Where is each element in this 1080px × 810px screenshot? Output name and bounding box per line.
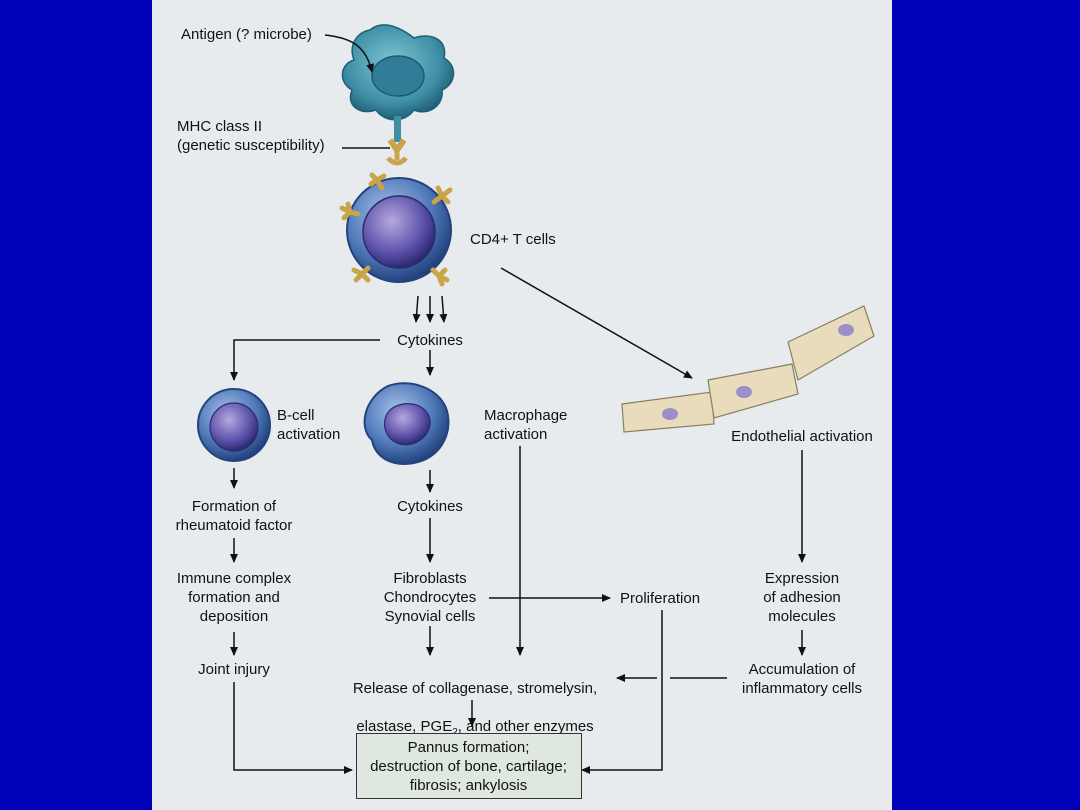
rheumatoid-factor-label: Formation of rheumatoid factor <box>175 498 293 534</box>
adhesion-molecules-label: Expression of adhesion molecules <box>763 570 841 625</box>
accumulation-label: Accumulation of inflammatory cells <box>741 661 863 697</box>
diagram-graphics <box>197 24 875 774</box>
cd4-t-cells-label: CD4+ T cells <box>470 231 556 248</box>
b-cell-icon <box>197 388 271 462</box>
release-line-2-post: , and other enzymes <box>457 718 594 735</box>
release-line-2-pre: elastase, PGE <box>356 718 453 735</box>
proliferation-label: Proliferation <box>620 590 701 607</box>
pannus-box: Pannus formation; destruction of bone, c… <box>356 733 582 799</box>
cytokines-mid-label: Cytokines <box>397 498 463 515</box>
macrophage-activation-label: Macrophage activation <box>484 407 568 443</box>
diagram-panel: Antigen (? microbe) MHC class II (geneti… <box>152 0 892 810</box>
joint-injury-label: Joint injury <box>198 661 270 678</box>
pannus-label: Pannus formation; destruction of bone, c… <box>370 739 567 794</box>
cd4-t-cell-icon <box>339 172 453 287</box>
b-cell-activation-label: B-cell activation <box>277 407 341 443</box>
mhc-receptor-icon <box>386 138 408 166</box>
mhc-class-ii-label: MHC class II (genetic susceptibility) <box>177 118 325 154</box>
pge-subscript: 2 <box>452 727 458 738</box>
endothelial-cells-icon <box>621 305 875 433</box>
cytokines-top-label: Cytokines <box>380 331 480 350</box>
release-enzymes-label: Release of collagenase, stromelysin, ela… <box>330 660 620 742</box>
endothelial-activation-label: Endothelial activation <box>731 428 873 445</box>
fibroblasts-label: Fibroblasts Chondrocytes Synovial cells <box>383 570 477 625</box>
release-line-1: Release of collagenase, stromelysin, <box>352 680 598 697</box>
connector-lines <box>230 34 806 774</box>
antigen-label: Antigen (? microbe) <box>181 26 312 43</box>
antigen-cell-icon <box>341 24 455 142</box>
immune-complex-label: Immune complex formation and deposition <box>176 570 292 625</box>
macrophage-icon <box>363 382 450 465</box>
